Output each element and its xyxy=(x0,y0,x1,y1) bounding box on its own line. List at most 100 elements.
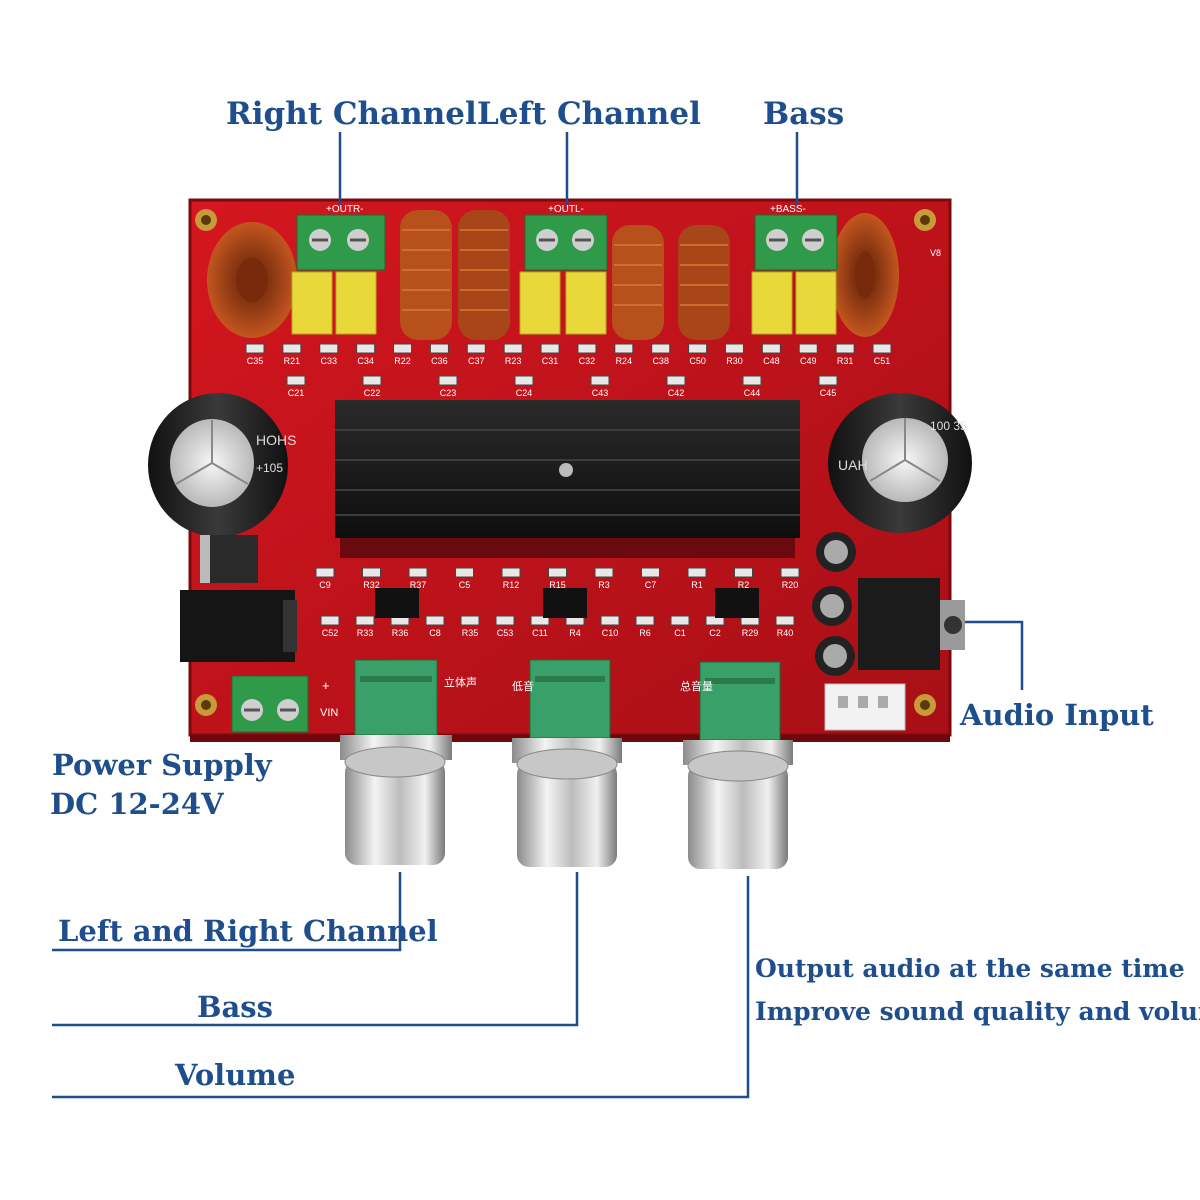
smd-component xyxy=(425,615,445,626)
heatsink xyxy=(335,400,800,538)
smd-component xyxy=(495,615,515,626)
silk-component-label: C1 xyxy=(674,628,686,638)
opamp-ics xyxy=(375,588,759,618)
smd-component xyxy=(651,343,671,354)
silk-component-label: C51 xyxy=(874,356,891,366)
electrolytic-capacitor-left: HOHS +105 xyxy=(148,393,296,537)
small-capacitors xyxy=(812,532,856,676)
silk-component-label: R29 xyxy=(742,628,759,638)
smd-component xyxy=(393,343,413,354)
label-volume-knob: Volume xyxy=(175,1058,296,1092)
smd-component xyxy=(666,375,686,386)
terminal-out-r xyxy=(296,214,386,271)
smd-component xyxy=(775,615,795,626)
leader-volume-knob xyxy=(52,876,750,1099)
inductor-coils xyxy=(207,210,899,340)
silk-component-label: C49 xyxy=(800,356,817,366)
label-left-channel: Left Channel xyxy=(477,96,701,132)
smd-component xyxy=(320,615,340,626)
cap-left-value: +105 xyxy=(256,461,283,475)
silk-component-label: R31 xyxy=(837,356,854,366)
label-note-output: Output audio at the same time xyxy=(755,954,1185,983)
smd-component xyxy=(460,615,480,626)
silk-component-label: C31 xyxy=(542,356,559,366)
silk-component-label: R33 xyxy=(357,628,374,638)
silk-component-label: R23 xyxy=(505,356,522,366)
label-note-quality: Improve sound quality and volume xyxy=(755,997,1200,1026)
silk-component-label: R2 xyxy=(738,580,750,590)
label-bass-output: Bass xyxy=(763,96,845,132)
silk-component-label: C8 xyxy=(429,628,441,638)
silk-out-r: +OUTR- xyxy=(326,204,364,215)
terminal-vin: VIN + xyxy=(231,675,338,733)
smd-component xyxy=(501,567,521,578)
knob-bass xyxy=(512,738,622,867)
label-left-right-knob: Left and Right Channel xyxy=(58,914,438,948)
silk-component-label: C5 xyxy=(459,580,471,590)
smd-component xyxy=(798,343,818,354)
silk-component-label: R24 xyxy=(616,356,633,366)
smd-component xyxy=(635,615,655,626)
silk-out-l: +OUTL- xyxy=(548,204,584,215)
leader-bass-knob xyxy=(52,872,579,1027)
smd-component xyxy=(641,567,660,578)
mounting-holes xyxy=(195,209,936,716)
diode-d1 xyxy=(200,535,258,583)
smd-component xyxy=(724,343,744,354)
smd-component xyxy=(872,343,892,354)
silk-component-label: C34 xyxy=(357,356,374,366)
amplifier-ic-pins xyxy=(340,538,795,558)
smd-component xyxy=(761,343,781,354)
smd-component xyxy=(362,375,382,386)
smd-component xyxy=(687,567,707,578)
silk-component-label: R22 xyxy=(394,356,411,366)
silk-component-label: R15 xyxy=(549,580,566,590)
white-connector xyxy=(824,683,906,731)
silk-vin: VIN xyxy=(320,707,338,719)
silk-knob2-cn: 低音 xyxy=(512,679,534,693)
smd-component xyxy=(286,375,306,386)
smd-component xyxy=(614,343,634,354)
audio-input-jack xyxy=(858,578,965,670)
film-capacitors xyxy=(291,271,837,335)
leader-left-right-knob xyxy=(52,872,402,952)
silk-component-label: C33 xyxy=(321,356,338,366)
silk-component-label: C53 xyxy=(497,628,514,638)
silk-component-label: R30 xyxy=(726,356,743,366)
silk-component-label: C43 xyxy=(592,388,609,398)
electrolytic-capacitor-right: UAH 100 35 xyxy=(828,393,972,533)
silk-component-label: C35 xyxy=(247,356,264,366)
silk-component-label: C10 xyxy=(602,628,619,638)
leader-lines xyxy=(52,132,1024,1099)
silk-component-label: C52 xyxy=(322,628,339,638)
smd-component xyxy=(590,375,610,386)
silk-component-label: C42 xyxy=(668,388,685,398)
cap-left-text: HOHS xyxy=(256,432,296,448)
silk-component-label: C50 xyxy=(689,356,706,366)
silk-component-label: R36 xyxy=(392,628,409,638)
silk-component-label: C23 xyxy=(440,388,457,398)
smd-component xyxy=(282,343,302,354)
silk-component-label: R35 xyxy=(462,628,479,638)
label-bass-knob: Bass xyxy=(197,990,273,1024)
silk-component-label: C9 xyxy=(319,580,331,590)
smd-component xyxy=(315,567,335,578)
smd-component xyxy=(734,567,753,578)
smd-component xyxy=(780,567,800,578)
knob-left-right-channel xyxy=(340,735,452,865)
silk-component-label: C36 xyxy=(431,356,448,366)
smd-component xyxy=(319,343,339,354)
terminal-out-l xyxy=(524,214,608,271)
silk-component-label: R6 xyxy=(639,628,651,638)
silk-knob3-cn: 总音量 xyxy=(680,679,713,693)
smd-component xyxy=(245,343,265,354)
silk-component-label: C48 xyxy=(763,356,780,366)
silk-component-label: R4 xyxy=(569,628,581,638)
silk-component-label: C45 xyxy=(820,388,837,398)
smd-component xyxy=(742,375,762,386)
silk-component-label: C38 xyxy=(652,356,669,366)
silk-component-label: R32 xyxy=(363,580,380,590)
silk-component-label: R12 xyxy=(503,580,520,590)
